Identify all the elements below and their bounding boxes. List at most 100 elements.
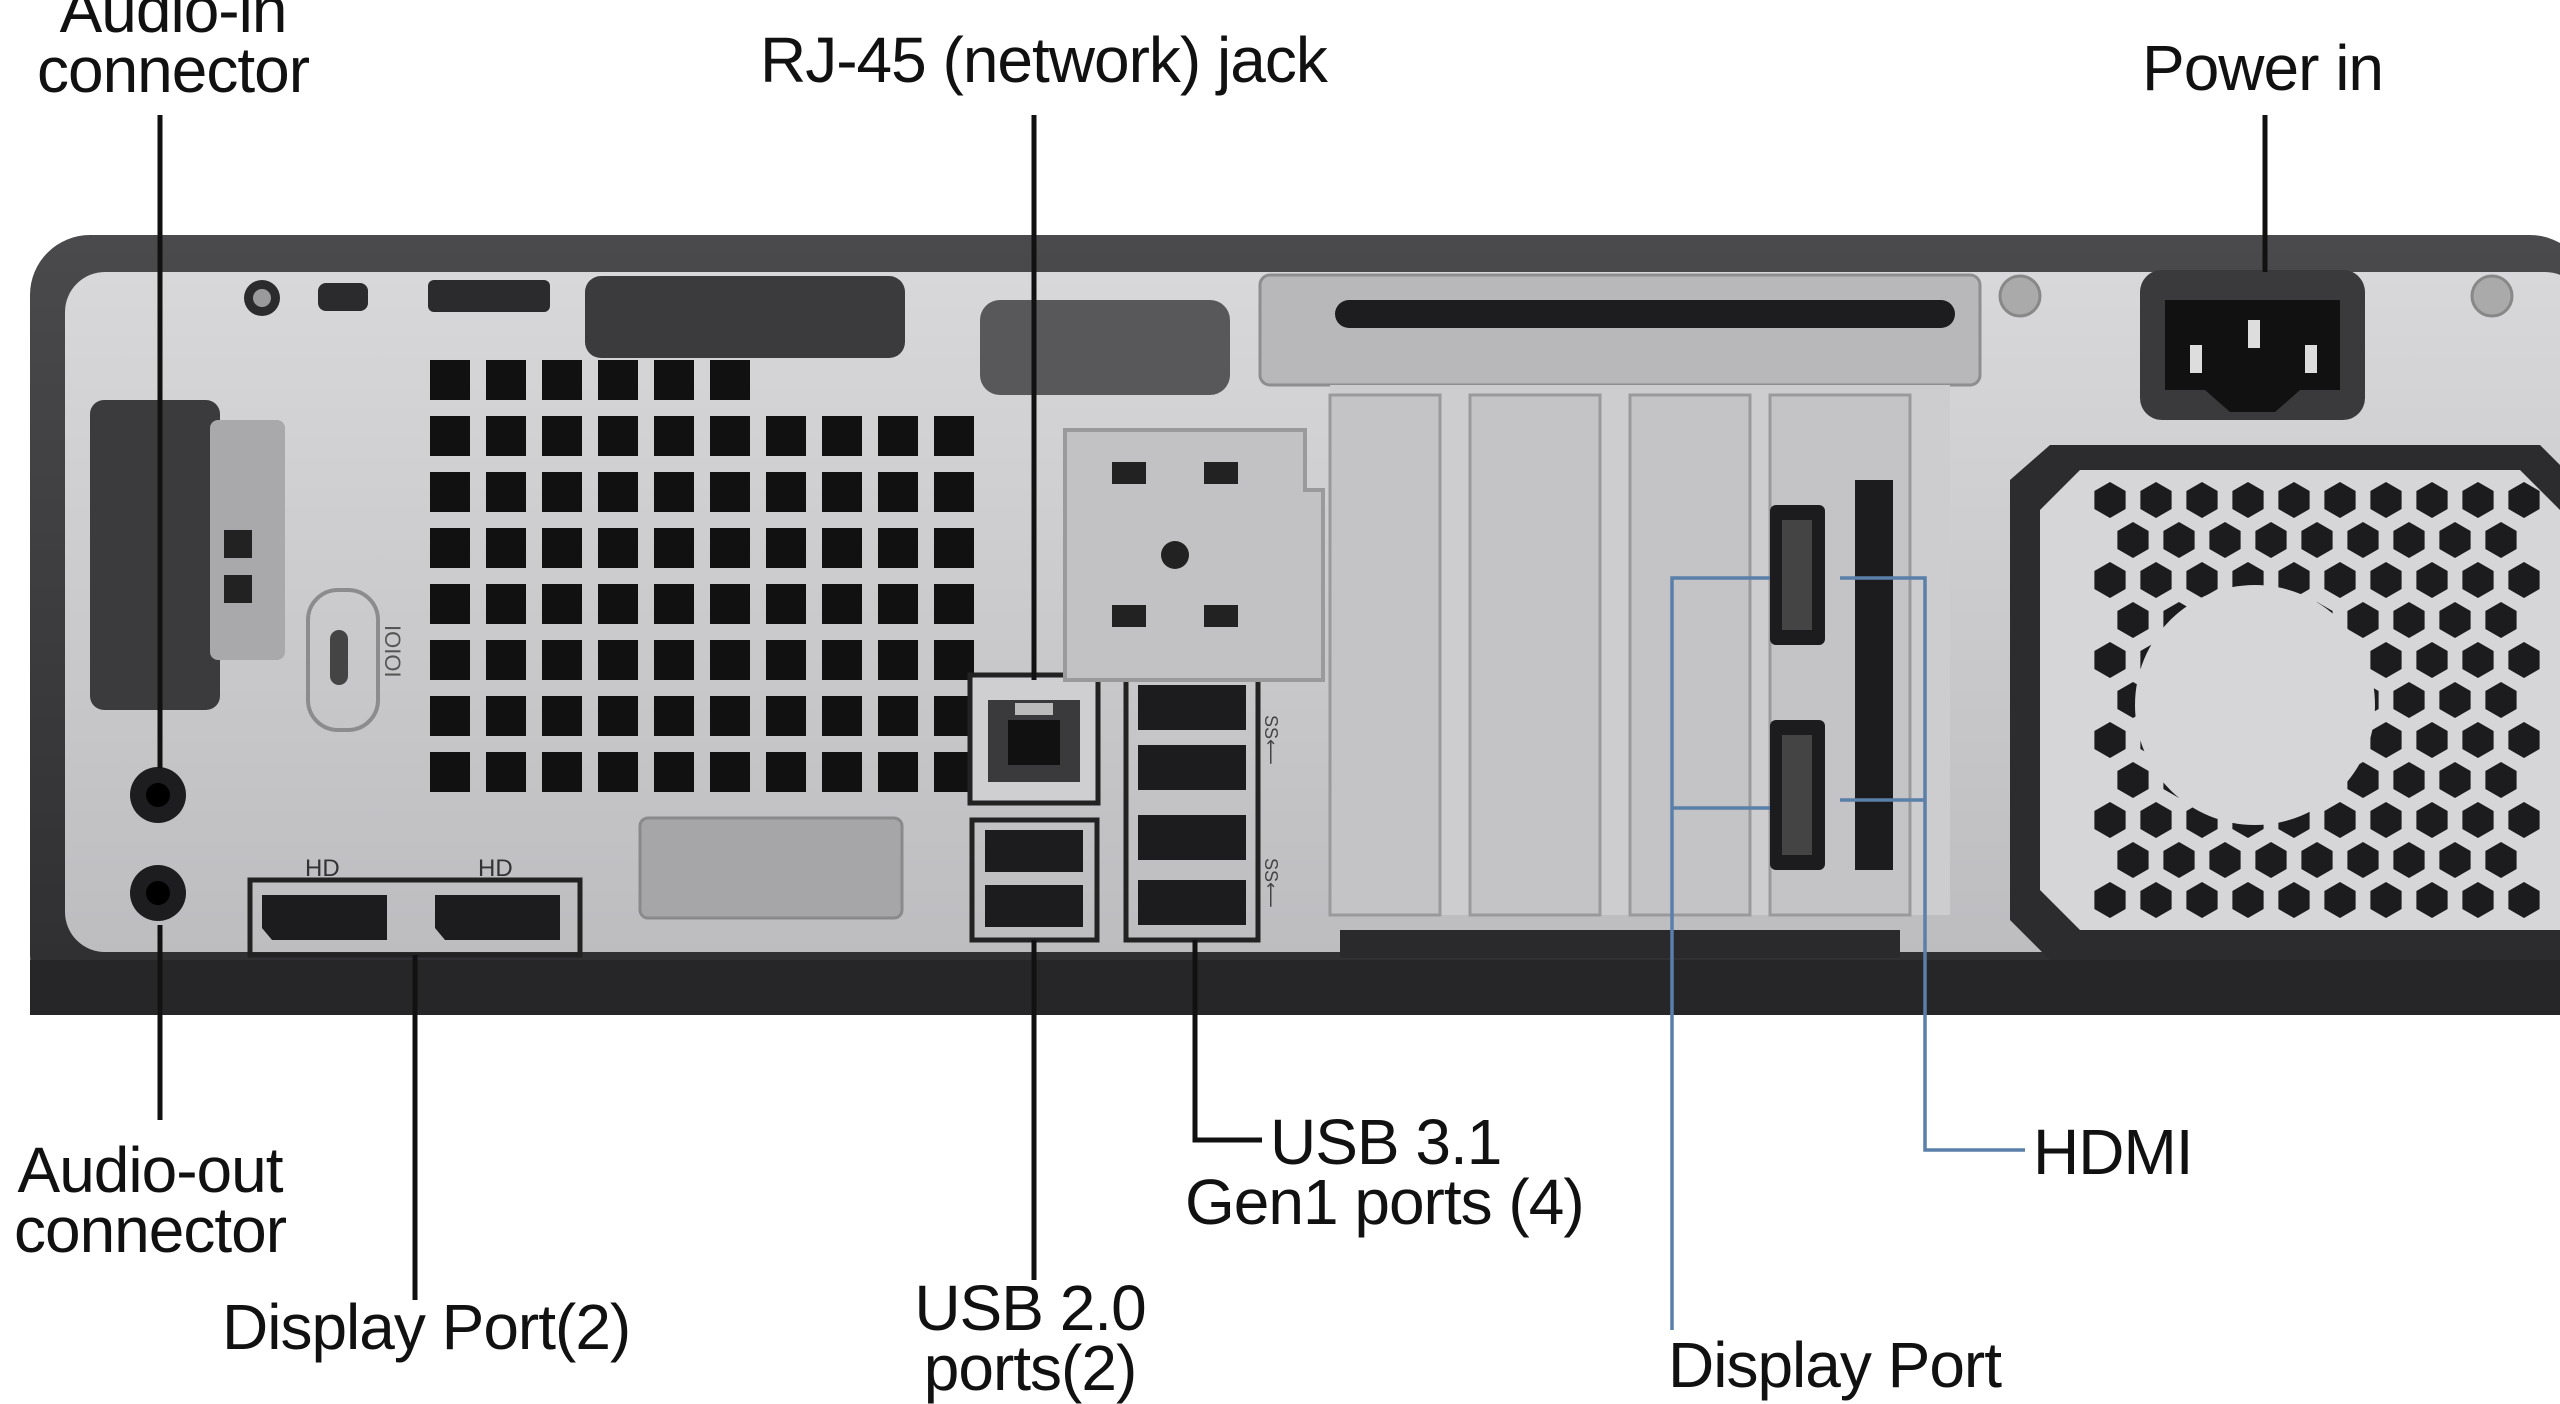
fan-hex-hole [2439,762,2471,798]
fan-grille [2010,445,2560,960]
fan-hex-hole [2094,882,2126,918]
vent-hole [430,696,470,736]
fan-hex-hole [2416,722,2448,758]
vent-hole [766,528,806,568]
fan-hex-hole [2186,482,2218,518]
vent-hole [822,640,862,680]
leader-hdmi [1840,576,2025,1152]
vent-hole [598,584,638,624]
fan-hex-hole [2462,722,2494,758]
fan-hex-hole [2393,602,2425,638]
fan-hex-hole [2416,882,2448,918]
fan-hex-hole [2324,562,2356,598]
vent-hole [934,640,974,680]
vent-hole [878,696,918,736]
fan-hex-hole [2163,522,2195,558]
fan-hex-hole [2462,802,2494,838]
fan-hex-hole [2347,842,2379,878]
display-ports-onboard [247,877,583,958]
vent-hole [766,584,806,624]
vent-hole [710,416,750,456]
leader-lines [157,115,2268,1330]
vent-hole [934,752,974,792]
vent-hole [598,696,638,736]
fan-hex-hole [2186,882,2218,918]
vent-hole [766,752,806,792]
fan-hex-hole [2117,842,2149,878]
fan-hex-hole [2370,722,2402,758]
fan-hex-hole [2485,762,2517,798]
vent-hole [430,640,470,680]
fan-hex-hole [2278,562,2310,598]
fan-hex-hole [2462,642,2494,678]
ss-marking-top: SS⟵ [1261,715,1281,765]
fan-hex-hole [2485,602,2517,638]
vent-hole [430,416,470,456]
vent-hole [766,416,806,456]
vent-hole [598,416,638,456]
vent-hole [822,752,862,792]
vent-hole [542,584,582,624]
port-cover-plate [1063,428,1325,682]
vent-hole [542,696,582,736]
vent-hole [934,416,974,456]
fan-hex-hole [2209,522,2241,558]
vent-hole [654,472,694,512]
fan-hex-hole [2324,482,2356,518]
vent-hole [878,752,918,792]
leader-usb31 [1192,940,1262,1143]
fan-hex-hole [2370,562,2402,598]
fan-hex-hole [2416,482,2448,518]
fan-hex-hole [2278,882,2310,918]
vent-hole [542,640,582,680]
vent-hole [710,360,750,400]
fan-hex-hole [2232,882,2264,918]
fan-hex-hole [2163,842,2195,878]
vent-hole [542,360,582,400]
vent-hole [486,752,526,792]
fan-hex-hole [2255,522,2287,558]
vent-hole [710,696,750,736]
fan-hex-hole [2462,882,2494,918]
ss-marking-bottom: SS⟵ [1261,858,1281,908]
vent-hole [598,528,638,568]
fan-hex-hole [2508,722,2540,758]
vent-hole [878,584,918,624]
vent-hole [878,640,918,680]
vent-hole [598,752,638,792]
ioioi-marking: IOIOI [380,625,405,678]
vent-hole [654,696,694,736]
vent-hole [934,528,974,568]
usb31-ports [1123,672,1261,943]
fan-hex-hole [2094,482,2126,518]
fan-hex-hole [2508,482,2540,518]
fan-hex-hole [2094,642,2126,678]
label-rj45: RJ-45 (network) jack [760,24,1328,96]
vent-hole [710,528,750,568]
vent-hole [934,584,974,624]
vent-hole [822,584,862,624]
fan-hex-hole [2508,562,2540,598]
label-plate [638,816,904,920]
vent-hole [486,416,526,456]
label-power-in: Power in [2142,32,2384,104]
vent-hole [430,360,470,400]
fan-hex-hole [2462,482,2494,518]
vent-hole [710,640,750,680]
fan-hex-hole [2462,562,2494,598]
vent-hole [822,472,862,512]
vent-hole [430,584,470,624]
vent-hole [486,696,526,736]
vent-hole [598,472,638,512]
vent-hole [934,696,974,736]
fan-hex-hole [2094,802,2126,838]
gpu-ports [1770,480,1893,870]
fan-hex-hole [2209,842,2241,878]
fan-hex-hole [2485,682,2517,718]
hd-marking-left: HD [305,855,340,882]
